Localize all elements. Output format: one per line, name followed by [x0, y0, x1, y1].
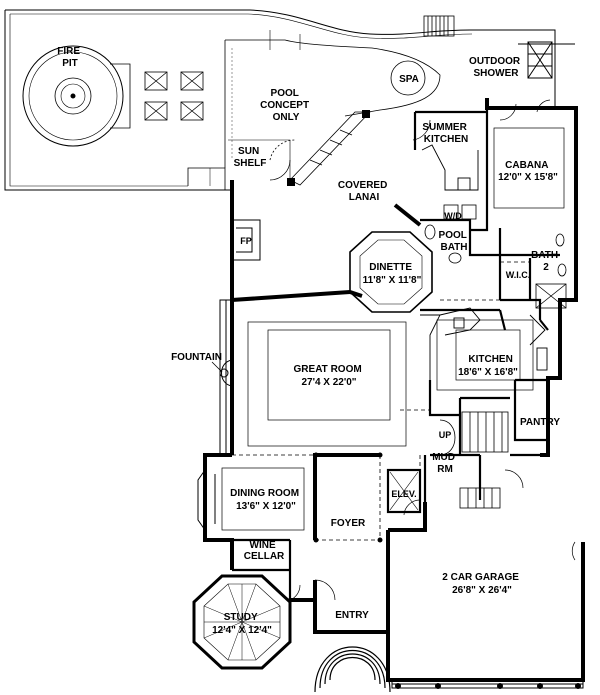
- spa-label: SPA: [399, 74, 419, 85]
- column: [313, 537, 319, 543]
- dinette-label: DINETTE 11'8" X 11'8": [363, 262, 422, 286]
- study-octagon: [192, 574, 292, 670]
- wic-label: W.I.C.: [506, 270, 531, 280]
- column: [313, 452, 319, 458]
- fireplace-label: FP: [240, 236, 252, 246]
- garage-posts: [395, 683, 581, 689]
- bath-fixtures: [424, 204, 567, 309]
- dining-room-label: DINING ROOM 13'6" X 12'0": [230, 488, 302, 512]
- foyer-label: FOYER: [331, 518, 366, 529]
- bath2-label: BATH 2: [531, 250, 561, 273]
- interior-walls: [232, 108, 560, 600]
- openings: [231, 190, 530, 541]
- wine-cellar-label: WINE CELLAR: [244, 540, 285, 562]
- wd-label: W/D: [444, 211, 462, 221]
- pool-deck: [4, 9, 556, 191]
- fireplace-symbol: [232, 219, 261, 261]
- pool-label: POOL CONCEPT ONLY: [260, 88, 312, 123]
- summer-kitchen-label: SUMMER KITCHEN: [422, 122, 469, 145]
- elevator-label: ELEV.: [391, 489, 416, 499]
- great-room-label: GREAT ROOM 27'4 X 22'0": [294, 364, 365, 388]
- outdoor-stairs: [423, 15, 455, 37]
- stairs-up-label: UP: [439, 430, 452, 440]
- entry-label: ENTRY: [335, 610, 369, 621]
- pantry-label: PANTRY: [520, 417, 560, 428]
- outdoor-shower-label: OUTDOOR SHOWER: [469, 56, 523, 79]
- stairs: [439, 411, 509, 509]
- column: [377, 537, 383, 543]
- cabana-label: CABANA 12'0" X 15'8": [498, 160, 558, 183]
- fountain-label: FOUNTAIN: [171, 352, 222, 363]
- mud-room-label: MUD RM: [432, 452, 458, 475]
- fire-pit-symbol: [22, 45, 131, 147]
- post: [287, 178, 295, 186]
- pool-bath-label: POOL BATH: [439, 230, 470, 253]
- kitchen-label: KITCHEN 18'6" X 16'8": [458, 354, 518, 378]
- doors: [269, 99, 576, 601]
- summer-kitchen-counter: [421, 144, 479, 191]
- windows: [197, 299, 584, 689]
- post: [362, 110, 370, 118]
- elevator-symbol: [389, 471, 419, 511]
- spa-symbol: [390, 60, 426, 96]
- study-label: STUDY 12'4" X 12'4": [212, 612, 272, 636]
- dinette-octagon: [349, 231, 433, 313]
- column: [377, 452, 383, 458]
- covered-lanai-label: COVERED LANAI: [338, 180, 390, 203]
- fountain-leader: [211, 361, 223, 373]
- sun-shelf-label: SUN SHELF: [234, 146, 267, 169]
- trayed-ceilings: [221, 127, 565, 531]
- fountain-symbol: [219, 359, 233, 387]
- planter-grid: [144, 71, 204, 121]
- entry-steps: [314, 646, 391, 693]
- fire-pit-label: FIRE PIT: [57, 46, 83, 69]
- room-labels: FIRE PIT POOL CONCEPT ONLY SPA OUTDOOR S…: [57, 46, 561, 636]
- garage-label: 2 CAR GARAGE 26'8" X 26'4": [442, 572, 521, 596]
- kitchen-counters: [420, 307, 548, 380]
- outdoor-shower-symbol: [518, 41, 575, 79]
